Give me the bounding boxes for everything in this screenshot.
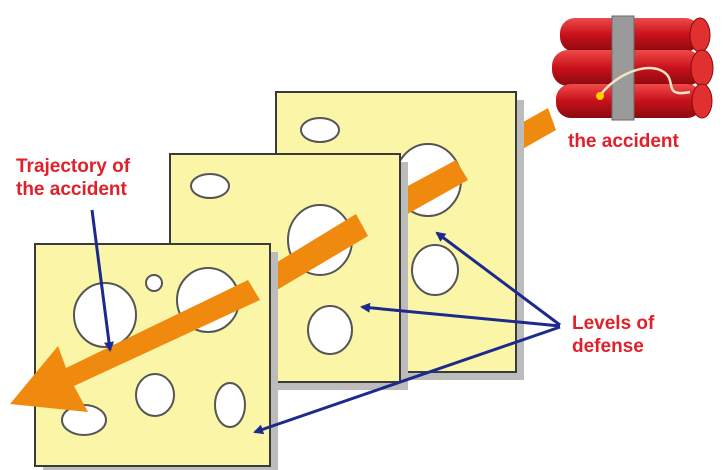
defense-slice-front [35, 244, 278, 470]
accident-label: the accident [568, 130, 679, 153]
defense-label: Levels of defense [572, 312, 654, 358]
trajectory-label: Trajectory of the accident [16, 155, 130, 201]
trajectory-label-line1: Trajectory of [16, 155, 130, 178]
trajectory-label-line2: the accident [16, 178, 130, 201]
defense-label-line1: Levels of [572, 312, 654, 335]
dynamite-icon [552, 16, 713, 120]
defense-label-line2: defense [572, 335, 654, 358]
